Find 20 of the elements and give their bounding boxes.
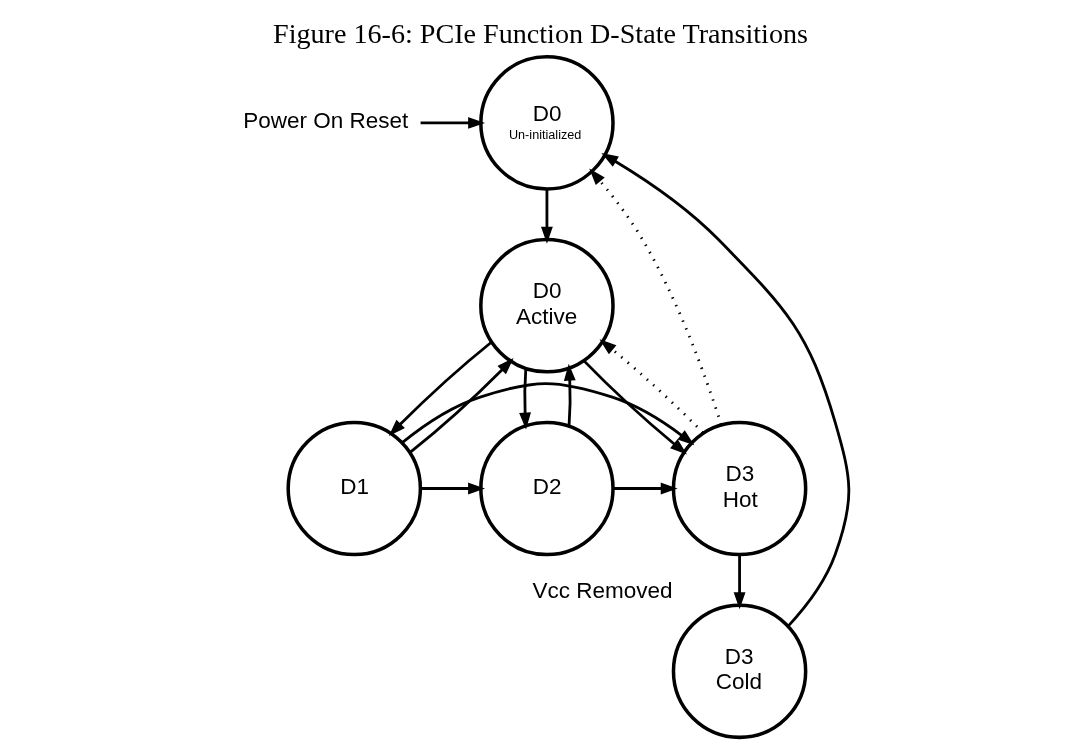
arrow — [588, 167, 723, 425]
diagram-title: Figure 16-6: PCIe Function D-State Transitions — [272, 17, 808, 49]
node-circle: D2 — [478, 420, 615, 556]
arrow — [582, 359, 687, 454]
node-circle: D0 Un-initialized — [478, 54, 615, 191]
arrow — [420, 482, 485, 494]
arrow — [612, 482, 678, 494]
arrow — [733, 554, 745, 609]
arrow — [600, 152, 850, 627]
arrow — [420, 116, 485, 129]
node-label: Vcc Removed — [531, 577, 672, 603]
arrow — [599, 338, 704, 434]
node-text: Power On Reset — [242, 107, 408, 133]
arrow — [400, 381, 694, 445]
arrow — [563, 363, 576, 426]
arrow — [408, 357, 514, 453]
arrow — [518, 367, 531, 430]
node-circle: D3 Cold — [671, 602, 807, 739]
arrow — [540, 188, 553, 244]
arrow — [388, 340, 492, 436]
